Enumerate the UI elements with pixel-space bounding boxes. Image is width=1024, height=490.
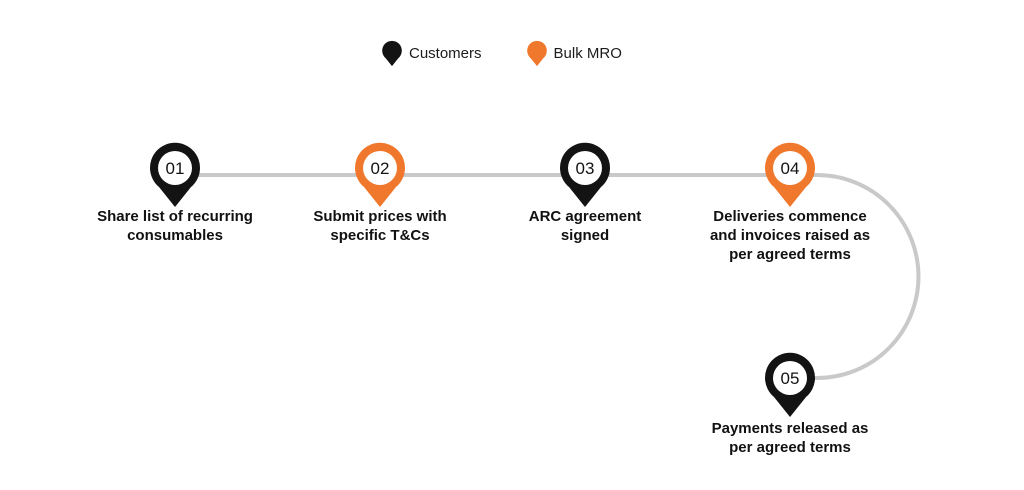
step-05-label: Payments released as per agreed terms	[711, 420, 869, 456]
step-05-pin-icon: 05	[765, 352, 815, 417]
step-05-number: 05	[781, 369, 800, 388]
step-01-label: Share list of recurring consumables	[97, 208, 253, 244]
legend-item-bulk-mro: Bulk MRO	[526, 40, 622, 67]
step-01-pin-icon: 01	[150, 142, 200, 207]
step-01-number: 01	[166, 159, 185, 178]
step-04-label: Deliveries commence and invoices raised …	[709, 208, 871, 263]
step-04-number: 04	[781, 159, 800, 178]
legend-label-bulk-mro: Bulk MRO	[553, 45, 622, 62]
bulk-mro-pin-icon	[526, 40, 547, 67]
step-04-pin-icon: 04	[765, 142, 815, 207]
step-02-pin-icon: 02	[355, 142, 405, 207]
step-03-number: 03	[576, 159, 595, 178]
step-02-number: 02	[371, 159, 390, 178]
legend-item-customers: Customers	[381, 40, 482, 67]
step-03-pin-icon: 03	[560, 142, 610, 207]
customers-pin-icon	[382, 40, 402, 67]
legend: Customers Bulk MRO	[381, 40, 622, 67]
step-02-label: Submit prices with specific T&Cs	[313, 208, 447, 244]
legend-label-customers: Customers	[409, 45, 482, 62]
connector-path	[173, 173, 921, 380]
step-03-label: ARC agreement signed	[528, 208, 642, 244]
